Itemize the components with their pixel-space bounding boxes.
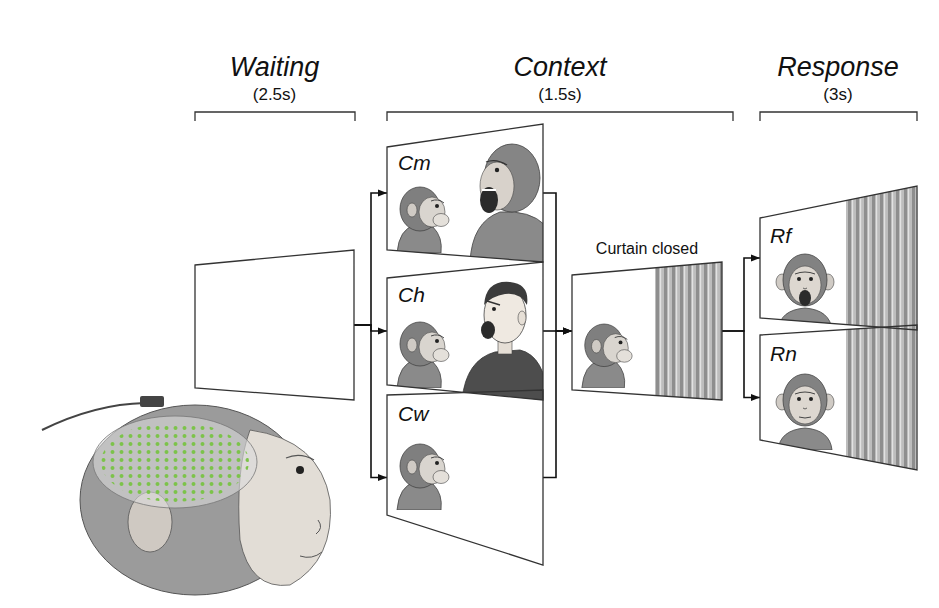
response-panel: Rn (760, 325, 917, 470)
response-panel: Rf (760, 186, 917, 330)
human-scene (397, 282, 548, 400)
phase-duration: (1.5s) (538, 85, 581, 105)
curtain (846, 180, 921, 340)
monkey-eye (495, 168, 499, 172)
neutral-response-scene (776, 320, 921, 480)
phase-title: Context (513, 52, 606, 83)
alone-scene (397, 444, 449, 510)
recorded-monkey (42, 396, 331, 595)
phase-bracket (760, 112, 917, 121)
panel-outline (387, 124, 543, 262)
waiting-screen: Waiting(2.5s) (195, 250, 354, 400)
panel-outline (195, 250, 354, 400)
flow-arrow (543, 193, 572, 331)
panel-outline (572, 262, 722, 400)
monkey-body (470, 212, 545, 262)
panel-heading: Curtain closed (596, 240, 698, 258)
panel-label: Cw (398, 402, 428, 426)
flow-arrow (354, 193, 387, 325)
teeth (482, 189, 496, 191)
monkey-eye (296, 466, 304, 474)
connectors (354, 193, 760, 478)
subject-monkey (397, 187, 449, 253)
subject-monkey (776, 254, 834, 330)
human-hair (484, 282, 527, 305)
panel-outline (387, 262, 543, 400)
human-ear (518, 311, 526, 325)
subject-monkey (776, 374, 834, 450)
electrode-grid (101, 422, 249, 502)
panel-outline (387, 124, 543, 262)
label-slot: (3s) (688, 85, 939, 105)
open-mouth (799, 290, 811, 306)
panel-label: Rn (770, 342, 797, 366)
panel-label: Rf (770, 224, 791, 248)
panel-outline (760, 325, 917, 470)
panel-heading: (2.5s) (253, 85, 296, 105)
panel-outline (387, 262, 543, 400)
closed-mouth (799, 417, 811, 418)
subject-monkey (582, 324, 632, 388)
panel-heading: Waiting (230, 52, 320, 83)
monkey-brow (486, 161, 507, 165)
panel-outline (760, 186, 917, 330)
phase-title: Response (777, 52, 899, 83)
label-slot: (1.5s) (410, 85, 710, 105)
monkey-mouth (300, 552, 322, 557)
subject-monkey (397, 322, 449, 388)
curtain (846, 320, 921, 480)
panel-label: Ch (398, 283, 425, 307)
open-mouth (481, 321, 495, 339)
curtain-scene (582, 250, 725, 410)
human-eye (492, 307, 496, 311)
panel-outline (760, 186, 917, 330)
head-connector (140, 396, 164, 407)
phase-bracket (387, 112, 733, 121)
curtain-panel: Curtain closed (572, 262, 722, 400)
phase-duration: (3s) (823, 85, 852, 105)
open-mouth (480, 187, 498, 213)
panel-outline (572, 262, 722, 400)
label-slot: Context (410, 52, 710, 83)
flow-arrow (722, 331, 760, 398)
flow-arrow (354, 325, 387, 478)
label-slot: Response (688, 52, 939, 83)
brain-outline (93, 416, 257, 508)
threat-scene (397, 144, 545, 262)
context-panel: Cm (387, 124, 543, 262)
phase-bracket (195, 112, 355, 121)
curtain (655, 250, 725, 410)
subject-monkey (397, 444, 449, 510)
monkey-nose (316, 520, 321, 534)
fear-response-scene (776, 180, 921, 340)
context-panel: Cw (387, 390, 543, 565)
panel-outline (387, 390, 543, 565)
panel-outline (195, 250, 354, 400)
monkey-brow (286, 455, 314, 460)
flow-arrow (543, 331, 572, 478)
human-brow (487, 301, 500, 305)
flow-arrow (722, 258, 760, 331)
context-panel: Ch (387, 262, 543, 400)
panel-label: Cm (398, 151, 431, 175)
